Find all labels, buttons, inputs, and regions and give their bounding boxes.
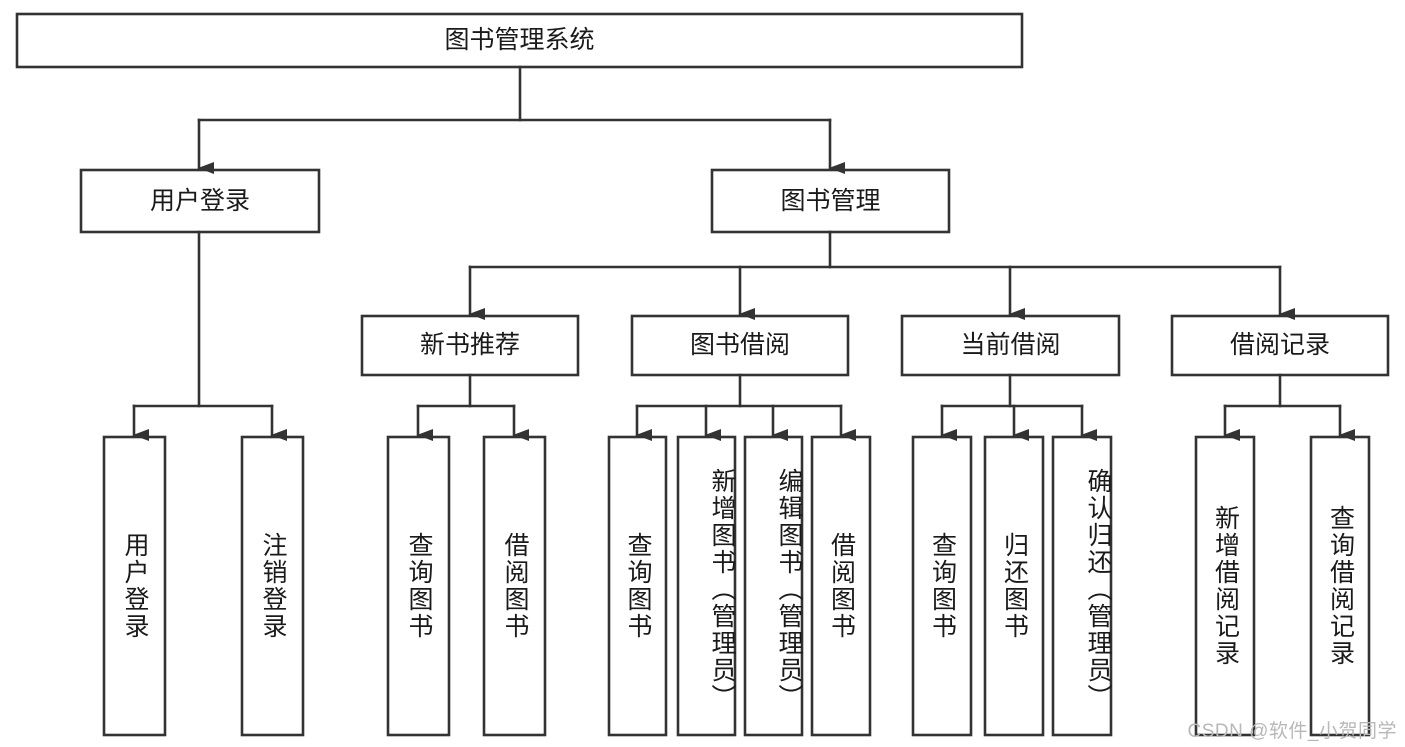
leaf-leaf-edit-book-box[interactable] (743, 435, 804, 737)
leaf-leaf-add-record-box[interactable] (1194, 435, 1256, 737)
leaf-leaf-query-book-current-box[interactable] (911, 435, 973, 737)
leaf-leaf-logout-box[interactable] (240, 435, 305, 737)
connector-lines-layer (132, 65, 1355, 441)
leaf-leaf-borrow-book-box[interactable] (810, 435, 872, 737)
leaf-leaf-add-book-box[interactable] (676, 435, 737, 737)
leaf-leaf-user-login-box[interactable] (102, 435, 167, 737)
node-current-borrow-box[interactable] (900, 314, 1121, 377)
node-new-book-recommend-box[interactable] (360, 314, 580, 377)
leaf-leaf-borrow-book-recommend-box[interactable] (482, 435, 547, 737)
node-user-login-box[interactable] (79, 168, 321, 234)
csdn-watermark: CSDN @软件_小贺同学 (1187, 721, 1397, 742)
leaf-leaf-confirm-return-box[interactable] (1051, 435, 1113, 737)
leaf-leaf-query-book-recommend-box[interactable] (386, 435, 451, 737)
leaf-leaf-query-record-box[interactable] (1309, 435, 1371, 737)
node-boxes-layer (15, 12, 1390, 737)
node-borrow-record-box[interactable] (1170, 314, 1390, 377)
node-root-box[interactable] (15, 12, 1024, 69)
leaf-leaf-query-book-borrow-box[interactable] (607, 435, 668, 737)
node-book-borrow-box[interactable] (630, 314, 850, 377)
node-book-management-box[interactable] (710, 168, 951, 234)
leaf-leaf-return-book-box[interactable] (983, 435, 1045, 737)
